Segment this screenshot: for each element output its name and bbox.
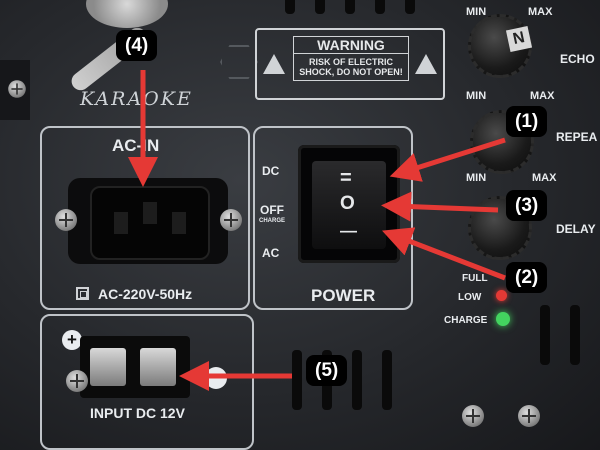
echo-min-label: MIN: [466, 6, 487, 18]
vent-slot: [382, 350, 392, 410]
repeat-max-label: MAX: [530, 90, 555, 102]
vent-slot: [292, 350, 302, 410]
power-panel: [253, 126, 413, 310]
rocker-dc-mark: =: [340, 167, 352, 189]
charge-label: CHARGE: [444, 315, 488, 326]
top-vents: [285, 0, 465, 16]
charge-led: [496, 312, 510, 326]
repeat-min-label: MIN: [466, 90, 487, 102]
echo-label: ECHO: [560, 52, 595, 66]
off-label: OFF: [260, 203, 284, 217]
arrow-3: [381, 191, 499, 222]
low-label: LOW: [458, 292, 482, 303]
dc-screw-left: [66, 370, 88, 392]
ac-in-title: AC-IN: [112, 136, 160, 155]
callout-1: (1): [506, 106, 548, 137]
warning-line1: RISK OF ELECTRIC: [308, 57, 393, 67]
double-insulation-icon: [76, 287, 89, 300]
delay-max-label: MAX: [532, 172, 557, 184]
terminal-screw-1: [90, 348, 126, 386]
ac-label: AC: [262, 246, 280, 260]
socket-screw-right: [220, 209, 242, 231]
warning-icon-left: [263, 54, 285, 74]
delay-label: DELAY: [556, 222, 596, 236]
screw-bottom-right-2: [518, 405, 540, 427]
rocker-off-mark: O: [340, 193, 355, 214]
arrow-1: [389, 137, 506, 182]
rocker-ac-mark: —: [340, 221, 357, 240]
hexagon-decor: [220, 45, 258, 79]
echo-max-label: MAX: [528, 6, 553, 18]
iec-power-socket[interactable]: [68, 178, 228, 264]
callout-3: (3): [506, 190, 548, 221]
socket-screw-left: [55, 209, 77, 231]
dc-terminal-block[interactable]: [80, 336, 190, 398]
full-label: FULL: [462, 273, 488, 284]
vent-slot: [570, 305, 580, 365]
karaoke-logo-text: KARAOKE: [80, 88, 193, 110]
arrow-2: [382, 227, 506, 281]
socket-pin-mid: [143, 202, 157, 224]
screw-left: [8, 80, 26, 98]
ac-rating: AC-220V-50Hz: [98, 286, 193, 302]
dc-input-label: INPUT DC 12V: [90, 405, 185, 421]
warning-line2: SHOCK, DO NOT OPEN!: [299, 67, 403, 77]
warning-title: WARNING: [294, 37, 408, 54]
vent-slot: [540, 305, 550, 365]
dc-label: DC: [262, 164, 280, 178]
delay-min-label: MIN: [466, 172, 487, 184]
callout-2: (2): [506, 262, 548, 293]
callout-5: (5): [306, 355, 348, 386]
socket-pin-right: [172, 212, 186, 234]
power-title: POWER: [311, 286, 376, 305]
vent-slot: [352, 350, 362, 410]
terminal-screw-2: [140, 348, 176, 386]
screw-bottom-right-1: [462, 405, 484, 427]
charge-small-label: CHARGE: [259, 218, 286, 224]
warning-label: WARNING RISK OF ELECTRIC SHOCK, DO NOT O…: [255, 28, 445, 100]
repeat-label: REPEA: [556, 130, 598, 144]
socket-pin-left: [114, 212, 128, 234]
callout-4: (4): [116, 30, 158, 61]
dc-input-panel: [40, 314, 254, 450]
warning-icon-right: [415, 54, 437, 74]
low-led: [496, 290, 507, 301]
plus-marker: +: [62, 330, 82, 350]
